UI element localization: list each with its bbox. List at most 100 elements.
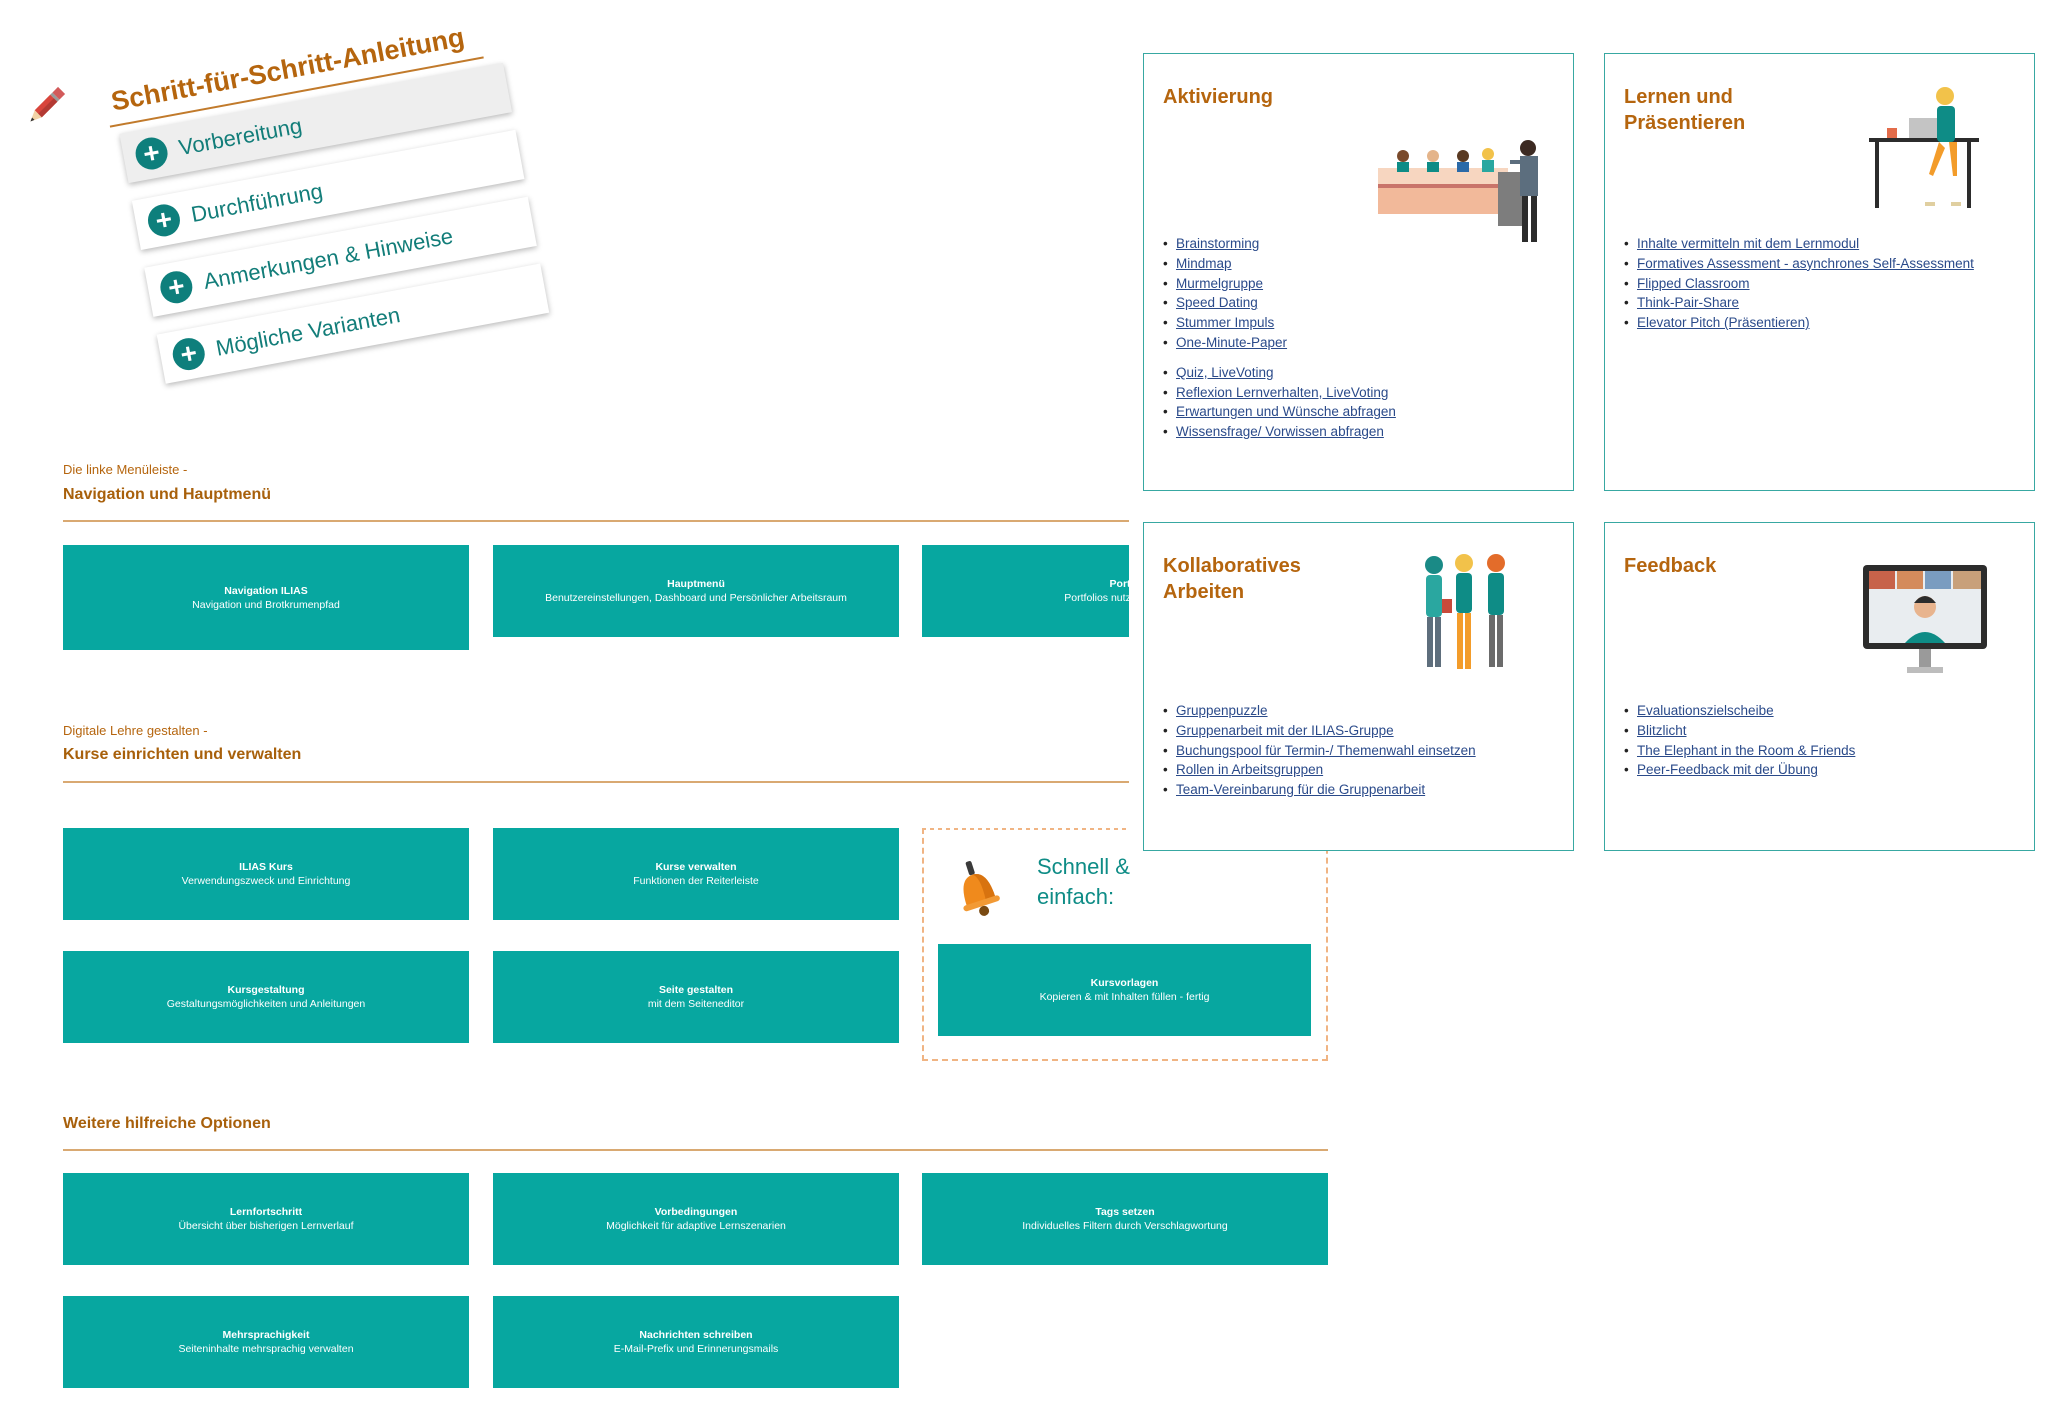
tile-title: Lernfortschritt (229, 1206, 303, 1218)
method-link-list: Inhalte vermitteln mit dem Lernmodul For… (1624, 234, 1974, 333)
method-link[interactable]: Buchungspool für Termin-/ Themenwahl ein… (1163, 741, 1476, 761)
tile-subtitle: Benutzereinstellungen, Dashboard und Per… (545, 592, 847, 604)
method-link[interactable]: Mindmap (1163, 254, 1396, 274)
method-link-list: Gruppenpuzzle Gruppenarbeit mit der ILIA… (1163, 701, 1476, 800)
tile-title: Tags setzen (1095, 1206, 1155, 1218)
section-subtitle: Die linke Menüleiste - (63, 462, 188, 477)
plus-icon: + (132, 134, 171, 173)
method-link[interactable]: Evaluationszielscheibe (1624, 701, 1855, 721)
tile-kursvorlagen[interactable]: Kursvorlagen Kopieren & mit Inhalten fül… (938, 944, 1311, 1036)
method-link[interactable]: Gruppenpuzzle (1163, 701, 1476, 721)
method-link[interactable]: Rollen in Arbeitsgruppen (1163, 760, 1476, 780)
accordion-label: Vorbereitung (176, 112, 304, 161)
method-link[interactable]: Flipped Classroom (1624, 274, 1974, 294)
tile-subtitle: Navigation und Brotkrumenpfad (192, 598, 340, 611)
method-title-line1: Lernen und (1624, 86, 1733, 108)
method-link[interactable]: Formatives Assessment - asynchrones Self… (1624, 254, 1974, 274)
tile-subtitle: Verwendungszweck und Einrichtung (181, 875, 351, 887)
tile-hauptmenue[interactable]: Hauptmenü Benutzereinstellungen, Dashboa… (493, 545, 899, 637)
team-illustration (1425, 554, 1505, 669)
tile-kurse-verwalten[interactable]: Kurse verwalten Funktionen der Reiterlei… (493, 828, 899, 920)
classroom-illustration (1378, 140, 1538, 242)
method-link[interactable]: Elevator Pitch (Präsentieren) (1624, 313, 1974, 333)
tile-title: Navigation ILIAS (224, 584, 308, 597)
method-title: Feedback (1624, 555, 1717, 577)
method-link[interactable]: Quiz, LiveVoting (1163, 363, 1396, 383)
tile-subtitle: E-Mail-Prefix und Erinnerungsmails (613, 1343, 779, 1355)
tile-mehrsprachigkeit[interactable]: Mehrsprachigkeit Seiteninhalte mehrsprac… (63, 1296, 469, 1388)
section-divider (63, 1149, 1328, 1151)
accordion-label: Durchführung (189, 178, 325, 228)
tile-portfolio[interactable]: Portfo Portfolios nutzen, anlegen (922, 545, 1129, 637)
method-box-lernen: Lernen und Präsentieren Inhalte vermitte… (1604, 53, 2035, 491)
tile-kursgestaltung[interactable]: Kursgestaltung Gestaltungsmöglichkeiten … (63, 951, 469, 1043)
quick-title-line1: Schnell & (1037, 854, 1130, 879)
tile-subtitle: mit dem Seiteneditor (647, 998, 745, 1010)
tile-subtitle: Möglichkeit für adaptive Lernszenarien (606, 1220, 786, 1232)
tile-subtitle: Individuelles Filtern durch Verschlagwor… (1022, 1220, 1228, 1232)
step-by-step-card: Schritt-für-Schritt-Anleitung + Vorberei… (88, 0, 579, 384)
tile-tags-setzen[interactable]: Tags setzen Individuelles Filtern durch … (922, 1173, 1328, 1265)
tile-subtitle: Portfolios nutzen, anlegen (1064, 592, 1129, 604)
tile-subtitle: Gestaltungsmöglichkeiten und Anleitungen (166, 998, 366, 1010)
tile-title: Hauptmenü (667, 578, 725, 590)
method-link[interactable]: Gruppenarbeit mit der ILIAS-Gruppe (1163, 721, 1476, 741)
section-title: Weitere hilfreiche Optionen (63, 1115, 271, 1132)
tile-title: Vorbedingungen (654, 1206, 738, 1218)
quick-box (922, 828, 1328, 1061)
tile-subtitle: Funktionen der Reiterleiste (633, 875, 759, 887)
tile-title: Portfo (1109, 578, 1129, 590)
accordion-label: Mögliche Varianten (213, 302, 403, 361)
method-link[interactable]: Blitzlicht (1624, 721, 1855, 741)
method-link-list: Brainstorming Mindmap Murmelgruppe Speed… (1163, 234, 1396, 442)
method-box-feedback: Feedback Evaluationszielscheibe Blitzlic… (1604, 522, 2035, 851)
tile-seite-gestalten[interactable]: Seite gestalten mit dem Seiteneditor (493, 951, 899, 1043)
tile-lernfortschritt[interactable]: Lernfortschritt Übersicht über bisherige… (63, 1173, 469, 1265)
tile-portfolio-clip: Portfo Portfolios nutzen, anlegen (922, 545, 1129, 637)
tile-vorbedingungen[interactable]: Vorbedingungen Möglichkeit für adaptive … (493, 1173, 899, 1265)
section-divider (63, 520, 1129, 522)
tile-navigation-ilias[interactable]: Navigation ILIAS Navigation und Brotkrum… (63, 545, 469, 650)
method-title-line1: Kollaboratives (1163, 555, 1301, 577)
method-link[interactable]: Murmelgruppe (1163, 274, 1396, 294)
tile-title: Mehrsprachigkeit (222, 1329, 310, 1341)
method-link[interactable]: Stummer Impuls (1163, 313, 1396, 333)
quick-box-top-border (922, 828, 1130, 830)
tile-title: Kurse verwalten (655, 861, 737, 873)
tile-ilias-kurs[interactable]: ILIAS Kurs Verwendungszweck und Einricht… (63, 828, 469, 920)
video-call-illustration (1863, 565, 1987, 673)
method-link[interactable]: Peer-Feedback mit der Übung (1624, 760, 1855, 780)
tile-title: Kursvorlagen (1090, 977, 1159, 989)
section-divider (63, 781, 1129, 783)
method-link[interactable]: Think-Pair-Share (1624, 293, 1974, 313)
tile-nachrichten-schreiben[interactable]: Nachrichten schreiben E-Mail-Prefix und … (493, 1296, 899, 1388)
tile-title: Seite gestalten (658, 984, 734, 996)
method-link[interactable]: One-Minute-Paper (1163, 333, 1396, 353)
tile-subtitle: Seiteninhalte mehrsprachig verwalten (178, 1343, 354, 1355)
tile-subtitle: Übersicht über bisherigen Lernverlauf (178, 1220, 354, 1232)
tile-title: Kursgestaltung (227, 984, 305, 996)
method-box-kollaborativ: Kollaboratives Arbeiten Gruppenpuzzle Gr… (1143, 522, 1574, 851)
method-link[interactable]: Inhalte vermitteln mit dem Lernmodul (1624, 234, 1974, 254)
tile-subtitle: Kopieren & mit Inhalten füllen - fertig (1039, 991, 1210, 1003)
method-title-line2: Arbeiten (1163, 581, 1245, 603)
method-link[interactable]: Brainstorming (1163, 234, 1396, 254)
plus-icon: + (157, 268, 195, 306)
tile-title: ILIAS Kurs (239, 861, 293, 873)
method-link[interactable]: Wissensfrage/ Vorwissen abfragen (1163, 422, 1396, 442)
method-link-list: Evaluationszielscheibe Blitzlicht The El… (1624, 701, 1855, 780)
method-link[interactable]: Reflexion Lernverhalten, LiveVoting (1163, 383, 1396, 403)
method-link[interactable]: Erwartungen und Wünsche abfragen (1163, 402, 1396, 422)
desk-illustration (1869, 87, 1979, 208)
method-title-line2: Präsentieren (1624, 112, 1746, 134)
pencil-icon (30, 86, 66, 122)
bell-icon (963, 861, 1000, 916)
method-link[interactable]: The Elephant in the Room & Friends (1624, 741, 1855, 761)
method-link[interactable]: Speed Dating (1163, 293, 1396, 313)
section-title: Navigation und Hauptmenü (63, 486, 271, 503)
accordion-label: Anmerkungen & Hinweise (201, 223, 455, 294)
plus-icon: + (170, 335, 208, 373)
quick-title-line2: einfach: (1037, 884, 1115, 909)
plus-icon: + (145, 201, 183, 239)
method-link[interactable]: Team-Vereinbarung für die Gruppenarbeit (1163, 780, 1476, 800)
